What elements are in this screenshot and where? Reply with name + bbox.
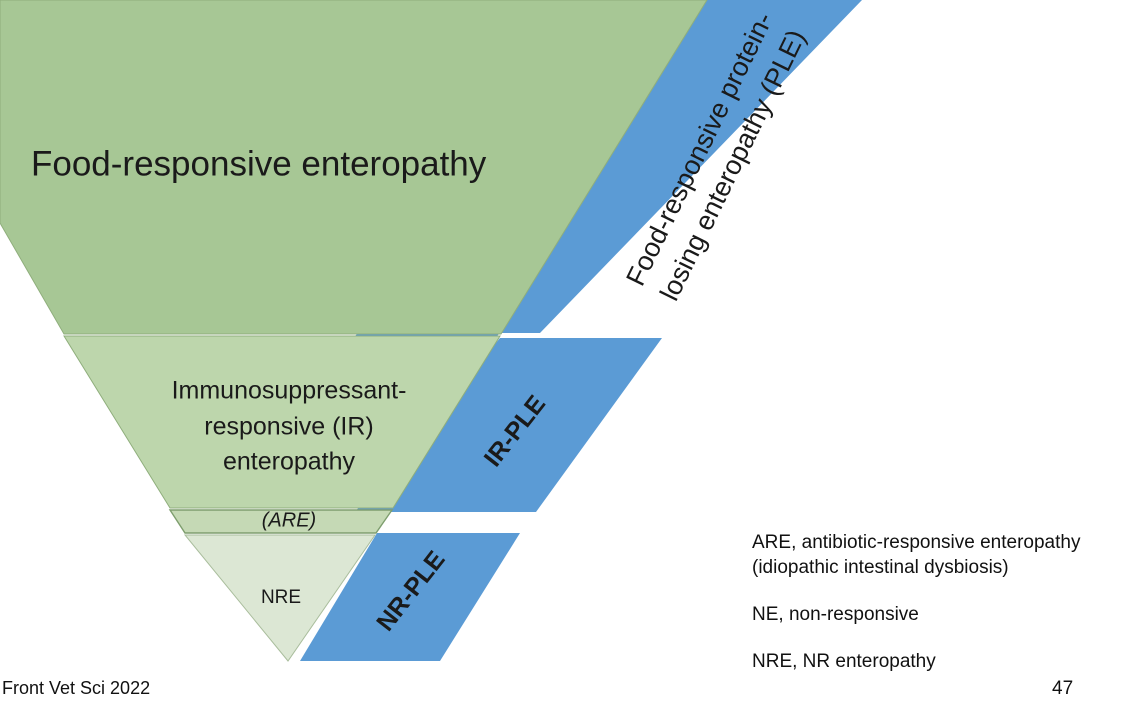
- source-citation: Front Vet Sci 2022: [2, 678, 151, 698]
- label-are: (ARE): [262, 509, 316, 531]
- label-ir-enteropathy-line1: Immunosuppressant-: [172, 377, 407, 405]
- legend-entry-nre: NRE, NR enteropathy: [752, 651, 936, 672]
- funnel-segment-ire: [63, 335, 501, 509]
- funnel-segment-fre: [0, 0, 708, 335]
- funnel-segment-are: [168, 509, 394, 534]
- abbreviation-legend: ARE, antibiotic-responsive enteropathy (…: [752, 530, 1122, 674]
- page-number: 47: [1052, 678, 1074, 699]
- label-food-responsive-enteropathy: Food-responsive enteropathy: [31, 144, 487, 183]
- label-nre: NRE: [261, 587, 301, 608]
- blue-band-nr-ple: [300, 533, 520, 661]
- label-ir-enteropathy-line3: enteropathy: [223, 448, 356, 476]
- label-ir-enteropathy-line2: responsive (IR): [204, 413, 374, 441]
- funnel-segment-nre: [183, 534, 376, 662]
- label-ir-enteropathy: Immunosuppressant- responsive (IR) enter…: [172, 377, 407, 476]
- legend-entry-ne: NE, non-responsive: [752, 604, 919, 625]
- blue-band-ir-ple: [355, 338, 662, 512]
- legend-entry-are: ARE, antibiotic-responsive enteropathy (…: [752, 532, 1081, 578]
